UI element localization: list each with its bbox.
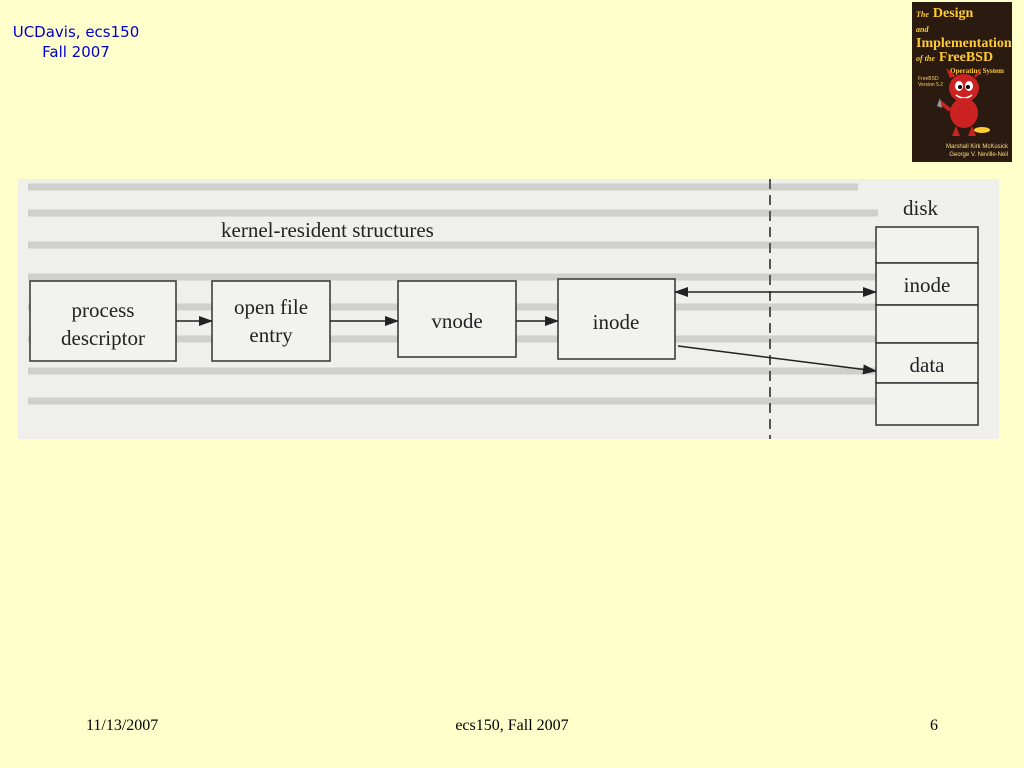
book-author-2: George V. Neville-Neil (916, 151, 1008, 159)
open-file-entry-box: open file entry (212, 281, 330, 361)
disk-block-5 (876, 383, 978, 425)
vnode-diagram: kernel-resident structures process descr… (18, 179, 999, 439)
footer-page-number: 6 (930, 717, 938, 735)
disk-block-3 (876, 305, 978, 343)
footer-course: ecs150, Fall 2007 (0, 717, 1024, 735)
book-title-freebsd: FreeBSD (939, 50, 993, 65)
book-title-of-the: of the (916, 54, 935, 63)
book-title-implementation: Implementation (916, 36, 1012, 51)
disk-block-1 (876, 227, 978, 263)
book-title-and: and (916, 25, 928, 34)
book-title-the: The (916, 10, 929, 19)
header: UCDavis, ecs150 Fall 2007 (8, 22, 144, 62)
disk-data-label: data (910, 353, 946, 377)
inode-box: inode (558, 279, 675, 359)
open-file-entry-label-2: entry (249, 323, 293, 347)
vnode-label: vnode (431, 309, 482, 333)
disk-inode-label: inode (904, 273, 951, 297)
book-authors: Marshall Kirk McKusick George V. Neville… (916, 143, 1008, 159)
inode-label: inode (593, 310, 640, 334)
header-term: Fall 2007 (8, 42, 144, 62)
process-descriptor-label-2: descriptor (61, 326, 145, 350)
book-cover-image: The Design and Implementation of the Fre… (912, 2, 1012, 162)
book-title-design: Design (933, 6, 973, 21)
bsd-daemon-icon (936, 68, 996, 138)
vnode-diagram-figure: kernel-resident structures process descr… (18, 179, 999, 439)
vnode-box: vnode (398, 281, 516, 357)
process-descriptor-label-1: process (72, 298, 135, 322)
disk-column: disk inode data (876, 196, 978, 425)
kernel-region-label: kernel-resident structures (221, 218, 434, 242)
open-file-entry-label-1: open file (234, 295, 308, 319)
process-descriptor-box: process descriptor (30, 281, 176, 361)
book-author-1: Marshall Kirk McKusick (916, 143, 1008, 151)
disk-label: disk (903, 196, 939, 220)
header-course: UCDavis, ecs150 (8, 22, 144, 42)
